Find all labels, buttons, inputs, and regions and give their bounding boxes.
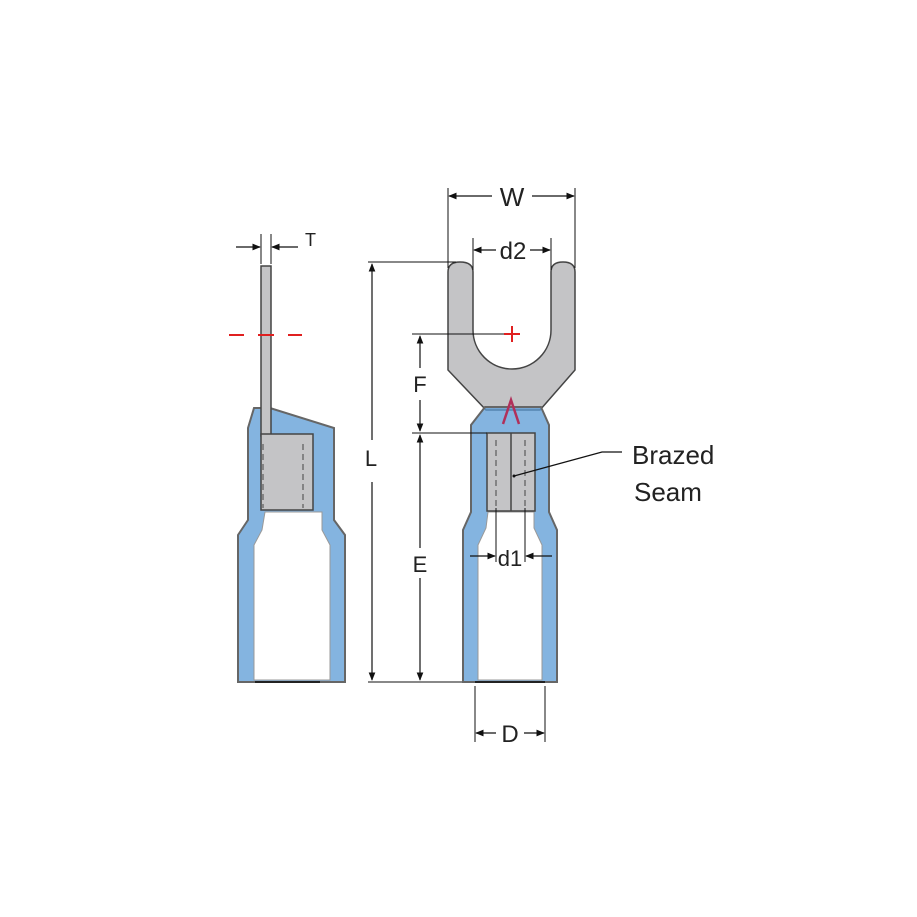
front-view: W d2 L F E	[365, 182, 715, 748]
label-F: F	[413, 372, 426, 397]
side-view: T	[229, 230, 346, 683]
dimension-d2: d2	[472, 238, 552, 270]
label-L: L	[365, 446, 377, 471]
stud-center-mark	[504, 326, 520, 342]
dimension-D: D	[474, 686, 546, 748]
dimension-L: L	[365, 261, 462, 683]
side-insulation-bore	[253, 511, 331, 681]
dimension-d1: d1	[470, 508, 552, 571]
brazed-seam-callout: Brazed Seam	[512, 440, 714, 507]
front-insulation-bore	[477, 511, 543, 681]
label-E: E	[413, 552, 428, 577]
side-metal-barrel	[260, 433, 314, 511]
front-metal-spade	[447, 261, 576, 411]
dimension-T: T	[236, 230, 316, 264]
dimension-W: W	[447, 182, 576, 268]
callout-line-2: Seam	[634, 477, 702, 507]
label-T: T	[305, 230, 316, 250]
callout-line-1: Brazed	[632, 440, 714, 470]
label-d2: d2	[500, 238, 527, 265]
dimension-E: E	[413, 434, 428, 681]
label-W: W	[500, 182, 525, 212]
dimension-F: F	[412, 333, 504, 434]
seam-mark	[501, 396, 521, 425]
side-metal-tongue	[260, 265, 272, 437]
label-D: D	[501, 721, 518, 748]
label-d1: d1	[498, 546, 522, 571]
